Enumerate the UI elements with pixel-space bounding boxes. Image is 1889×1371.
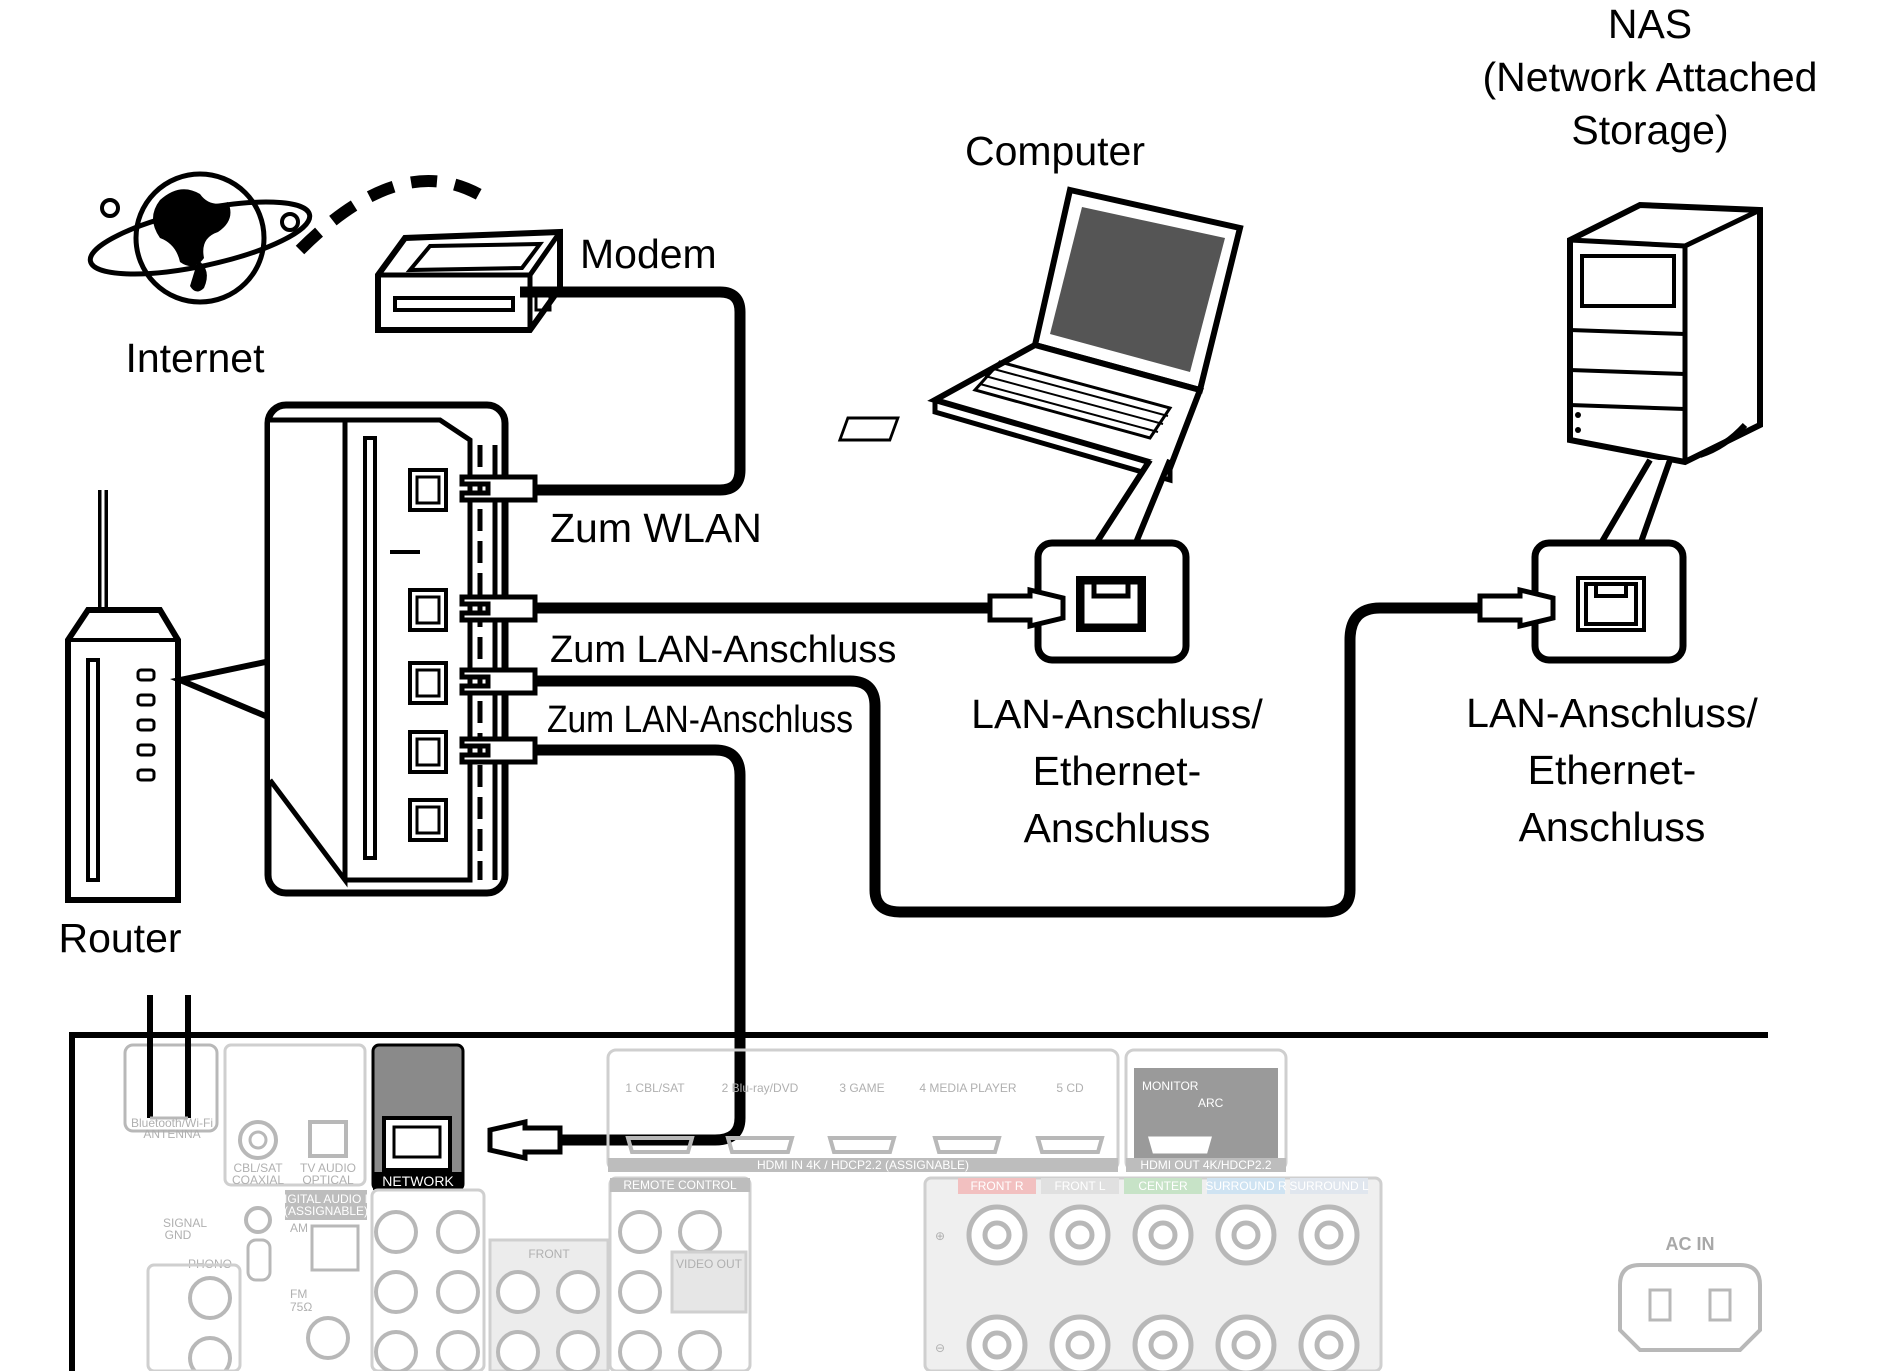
- nas-plug: [1477, 586, 1556, 630]
- router-port-lan-3: [408, 730, 448, 774]
- svg-text:HDMI OUT 4K/HDCP2.2: HDMI OUT 4K/HDCP2.2: [1140, 1158, 1271, 1172]
- svg-text:REMOTE CONTROL: REMOTE CONTROL: [623, 1178, 737, 1192]
- router-label: Router: [58, 915, 181, 961]
- svg-text:ANTENNA: ANTENNA: [143, 1127, 200, 1141]
- laptop-icon: [837, 186, 1244, 484]
- modem-router-cable: [520, 286, 746, 496]
- svg-text:Storage): Storage): [1571, 107, 1728, 153]
- router-port-wan: [408, 468, 448, 512]
- svg-text:1 CBL/SAT: 1 CBL/SAT: [625, 1081, 685, 1095]
- router-icon: [65, 490, 181, 903]
- internet-modem-link: [295, 175, 483, 255]
- svg-text:5 CD: 5 CD: [1056, 1081, 1084, 1095]
- svg-text:Bluetooth/Wi-Fi: Bluetooth/Wi-Fi: [131, 1116, 213, 1130]
- plug-wan: [459, 474, 538, 503]
- zum-wlan-label: Zum WLAN: [550, 505, 762, 551]
- router-receiver-cable: [535, 744, 746, 1146]
- zum-lan-label-1: Zum LAN-Anschluss: [550, 629, 896, 671]
- svg-text:FRONT R: FRONT R: [970, 1179, 1023, 1193]
- computer-label: Computer: [965, 128, 1145, 174]
- svg-text:NETWORK: NETWORK: [382, 1173, 454, 1189]
- computer-plug: [987, 586, 1066, 630]
- router-port-lan-4: [408, 798, 448, 842]
- modem-icon: [375, 228, 563, 333]
- svg-text:SURROUND R: SURROUND R: [1205, 1179, 1287, 1193]
- svg-text:MONITOR: MONITOR: [1142, 1079, 1199, 1093]
- svg-text:AM: AM: [290, 1221, 308, 1235]
- svg-text:SURROUND L: SURROUND L: [1289, 1179, 1369, 1193]
- router-port-lan-2: [408, 661, 448, 705]
- svg-text:HDMI IN 4K / HDCP2.2 (ASSIGNA: HDMI IN 4K / HDCP2.2 (ASSIGNABLE): [757, 1158, 969, 1172]
- svg-text:GND: GND: [165, 1228, 192, 1242]
- svg-text:CBL/SAT: CBL/SAT: [233, 1161, 283, 1175]
- nas-lan-port: [1531, 539, 1687, 664]
- nas-lan-label: LAN-Anschluss/ Ethernet- Anschluss: [1466, 690, 1758, 850]
- receiver-rear-panel: Bluetooth/Wi-Fi ANTENNA CBL/SAT COAXIAL …: [69, 995, 1768, 1371]
- svg-text:ARC: ARC: [1198, 1096, 1224, 1110]
- svg-text:AC IN: AC IN: [1666, 1234, 1715, 1254]
- svg-text:FM: FM: [290, 1287, 307, 1301]
- modem-label: Modem: [580, 231, 717, 277]
- svg-text:DIGITAL AUDIO IN: DIGITAL AUDIO IN: [275, 1192, 376, 1206]
- svg-text:Ethernet-: Ethernet-: [1528, 747, 1697, 793]
- svg-text:COAXIAL: COAXIAL: [232, 1173, 284, 1187]
- svg-text:⊕: ⊕: [935, 1229, 945, 1243]
- svg-text:FRONT: FRONT: [528, 1247, 570, 1261]
- svg-text:CENTER: CENTER: [1138, 1179, 1188, 1193]
- svg-text:FRONT L: FRONT L: [1054, 1179, 1105, 1193]
- svg-text:⊖: ⊖: [935, 1341, 945, 1355]
- nas-icon: [1567, 201, 1763, 466]
- svg-text:LAN-Anschluss/: LAN-Anschluss/: [971, 691, 1263, 737]
- svg-text:LAN-Anschluss/: LAN-Anschluss/: [1466, 690, 1758, 736]
- svg-text:VIDEO OUT: VIDEO OUT: [676, 1257, 743, 1271]
- svg-text:(ASSIGNABLE): (ASSIGNABLE): [284, 1204, 368, 1218]
- nas-label: NAS (Network Attached Storage): [1483, 1, 1818, 153]
- router-port-lan-1: [408, 588, 448, 632]
- internet-globe-icon: [87, 171, 313, 305]
- svg-text:OPTICAL: OPTICAL: [302, 1173, 354, 1187]
- router-nas-cable: [535, 602, 1480, 918]
- svg-text:Anschluss: Anschluss: [1024, 805, 1211, 851]
- internet-label: Internet: [125, 335, 265, 381]
- svg-text:Ethernet-: Ethernet-: [1033, 748, 1202, 794]
- svg-text:75Ω: 75Ω: [290, 1300, 312, 1314]
- svg-text:(Network Attached: (Network Attached: [1483, 54, 1818, 100]
- svg-text:Anschluss: Anschluss: [1519, 804, 1706, 850]
- svg-text:SIGNAL: SIGNAL: [163, 1216, 207, 1230]
- svg-text:2 Blu-ray/DVD: 2 Blu-ray/DVD: [722, 1081, 799, 1095]
- svg-text:TV AUDIO: TV AUDIO: [300, 1161, 356, 1175]
- svg-text:4 MEDIA PLAYER: 4 MEDIA PLAYER: [919, 1081, 1016, 1095]
- receiver-plug: [487, 1118, 563, 1162]
- svg-text:NAS: NAS: [1608, 1, 1692, 47]
- svg-text:3 GAME: 3 GAME: [839, 1081, 884, 1095]
- computer-lan-label: LAN-Anschluss/ Ethernet- Anschluss: [971, 691, 1263, 851]
- zum-lan-label-2: Zum LAN-Anschluss: [547, 699, 853, 741]
